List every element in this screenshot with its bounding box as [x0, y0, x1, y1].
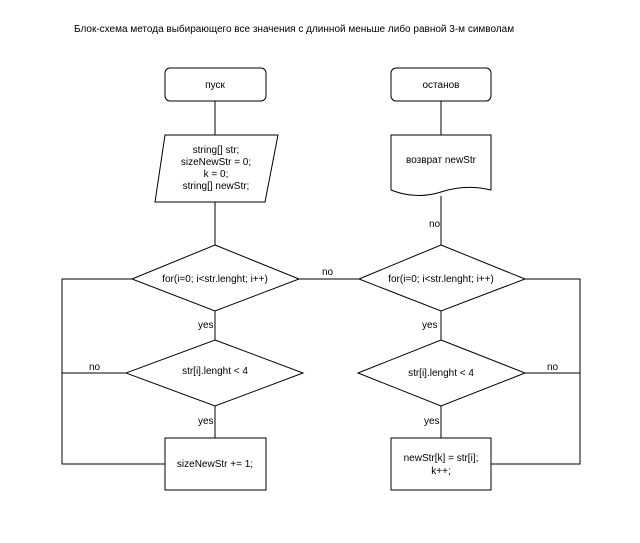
left-cond-label: str[i].lenght < 4	[182, 366, 248, 377]
init-line-4: string[] newStr;	[183, 181, 250, 192]
right-cond-label: str[i].lenght < 4	[408, 368, 474, 379]
output-document	[390, 134, 492, 196]
right-action-line-1: newStr[k] = str[i];	[404, 453, 479, 464]
right-edges	[440, 101, 581, 465]
init-line-1: string[] str;	[193, 145, 240, 156]
left-edges	[61, 101, 359, 465]
left-no-cond: no	[89, 362, 101, 373]
output-label: возврат newStr	[406, 155, 477, 166]
left-loop-label: for(i=0; i<str.lenght; i++)	[162, 274, 268, 285]
right-action-rect	[390, 437, 492, 491]
end-label: останов	[423, 80, 460, 91]
init-line-3: k = 0;	[204, 169, 229, 180]
left-action-rect	[164, 437, 267, 491]
edge-action-back-to-loop	[61, 278, 165, 465]
left-no-loop: no	[322, 267, 334, 278]
diagram-title: Блок-схема метода выбирающего все значен…	[74, 23, 514, 35]
init-line-2: sizeNewStr = 0;	[181, 157, 251, 168]
right-loop-label: for(i=0; i<str.lenght; i++)	[388, 274, 494, 285]
edge-right-action-back	[491, 278, 581, 465]
right-yes-1: yes	[422, 320, 438, 331]
left-yes-2: yes	[198, 416, 214, 427]
right-cond-diamond	[356, 339, 527, 407]
left-action-label: sizeNewStr += 1;	[177, 459, 253, 470]
right-loop-diamond	[357, 244, 527, 312]
left-loop-diamond	[130, 244, 301, 312]
right-yes-2: yes	[424, 416, 440, 427]
right-no-cond: no	[547, 362, 559, 373]
left-cond-diamond	[124, 339, 305, 407]
right-no-output: no	[429, 219, 441, 230]
end-terminal	[390, 67, 492, 102]
start-terminal	[164, 67, 267, 102]
left-yes-1: yes	[198, 320, 214, 331]
start-label: пуск	[205, 80, 225, 91]
right-action-line-2: k++;	[431, 466, 450, 477]
init-parallelogram	[154, 134, 279, 203]
